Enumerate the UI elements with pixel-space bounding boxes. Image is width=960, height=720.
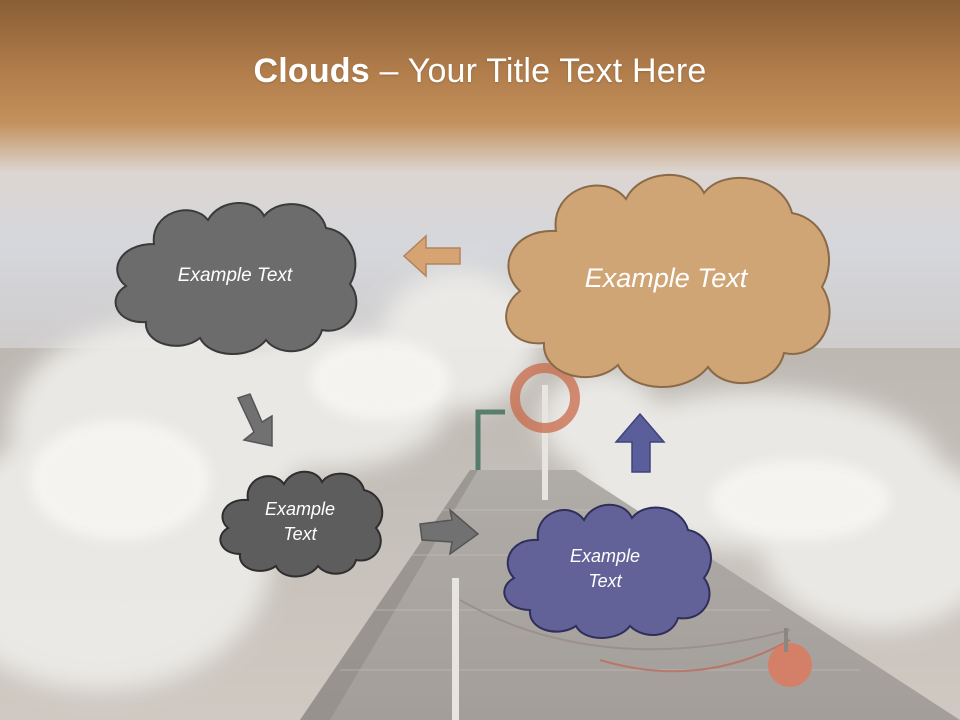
arrow-up-icon [614,412,666,473]
cloud-gray-top-left[interactable]: Example Text [110,194,360,358]
slide-title: Clouds – Your Title Text Here [0,52,960,91]
cloud-label: Example Text [569,545,641,591]
cloud-dark-gray-middle[interactable]: Example Text [218,466,384,578]
cloud-purple-bottom-right[interactable]: Example Text [500,498,712,640]
arrow-right-icon [419,508,480,556]
cloud-label: Example Text [264,498,336,544]
arrow-down-right-icon [236,393,273,447]
cloud-label: Example Text [584,263,748,294]
cloud-tan-top-right[interactable]: Example Text [500,165,832,393]
title-text: Your Title Text Here [407,52,707,90]
cloud-shape [219,470,384,578]
title-bold: Clouds [253,52,370,90]
cloud-shape [505,173,831,388]
title-separator: – [369,52,408,90]
cloud-label: Example Text [177,264,293,286]
cloud-shape [114,202,358,355]
cloud-shape [503,503,712,639]
arrow-left-icon [402,234,461,278]
